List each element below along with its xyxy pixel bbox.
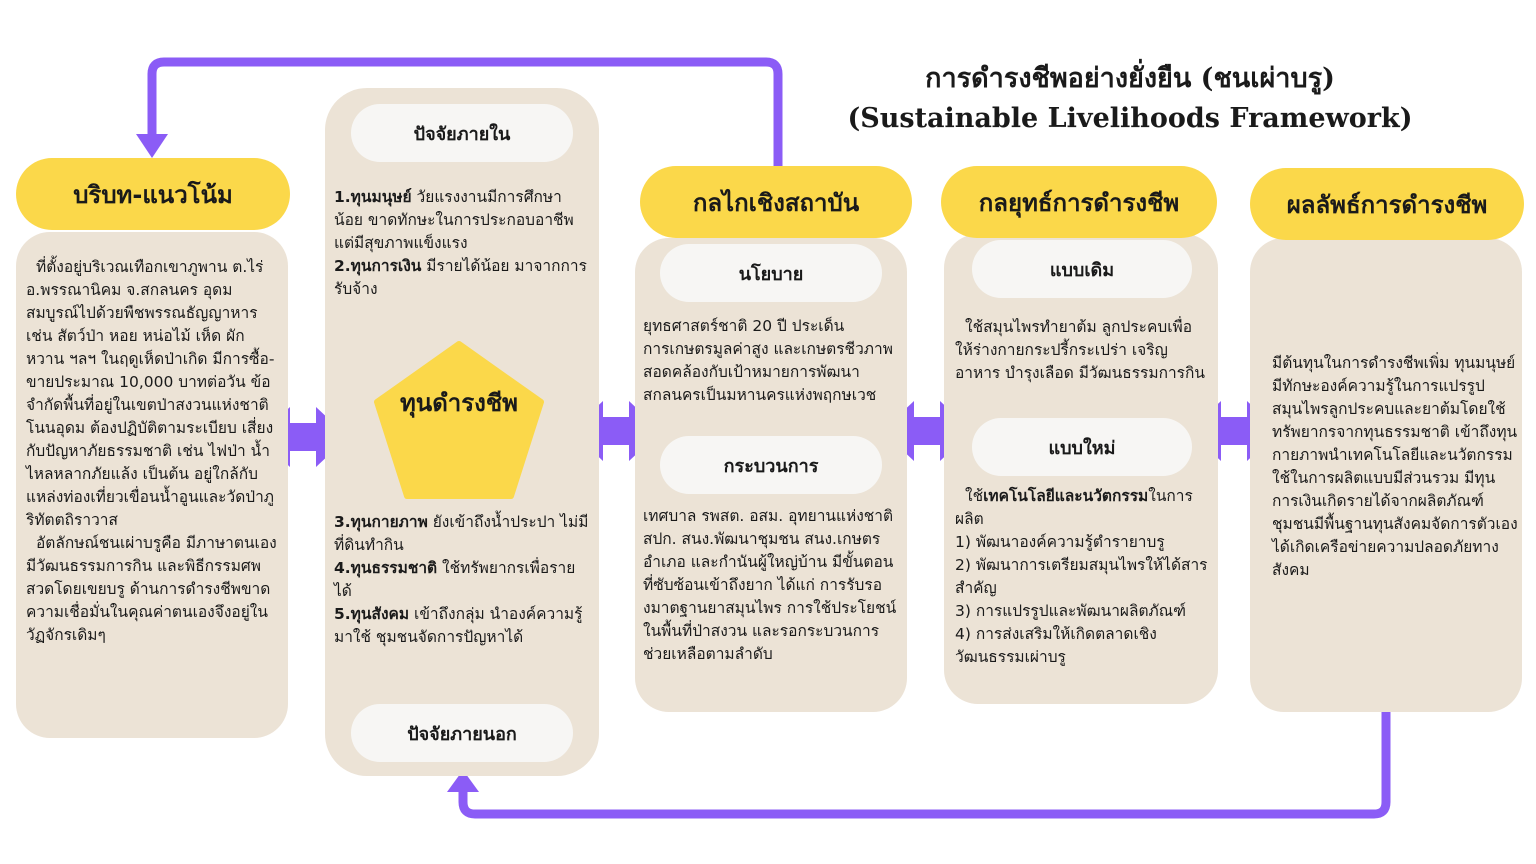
capital-item-social: 5.ทุนสังคม เข้าถึงกลุ่ม นำองค์ความรู้มาใ… — [334, 603, 590, 649]
capital-item-natural: 4.ทุนธรรมชาติ ใช้ทรัพยากรเพื่อรายได้ — [334, 557, 590, 603]
internal-factors-pill: ปัจจัยภายใน — [351, 104, 573, 162]
capital-item-social-head: 5.ทุนสังคม — [334, 605, 410, 623]
capital-item-human-text: วัยแรงงานมีการศึกษาน้อย ขาดทักษะในการประ… — [334, 188, 574, 252]
modern-item-4: 4) การส่งเสริมให้เกิดตลาดเชิงวัฒนธรรมเผ่… — [955, 625, 1157, 666]
title-line-2: (Sustainable Livelihoods Framework) — [847, 103, 1413, 134]
capital-item-physical-head: 3.ทุนกายภาพ — [334, 513, 428, 531]
context-paragraph-1: ที่ตั้งอยู่บริเวณเทือกเขาภูพาน ต.ไร่ อ.พ… — [26, 258, 275, 529]
capital-item-physical: 3.ทุนกายภาพ ยังเข้าถึงน้ำประปา ไม่มีที่ด… — [334, 511, 590, 557]
diagram-title: การดำรงชีพอย่างยั่งยืน (ชนเผ่าบรู) (Sust… — [820, 59, 1440, 139]
capital-item-natural-head: 4.ทุนธรรมชาติ — [334, 559, 438, 577]
process-text: เทศบาล รพสต. อสม. อุทยานแห่งชาติ สปก. สน… — [643, 507, 897, 663]
context-paragraph-2: อัตลักษณ์ชนเผ่าบรูคือ มีภาษาตนเอง มีวัฒน… — [26, 534, 277, 644]
process-pill: กระบวนการ — [660, 436, 882, 494]
context-panel — [16, 232, 288, 738]
capital-item-financial-head: 2.ทุนการเงิน — [334, 257, 422, 275]
context-header: บริบท-แนวโน้ม — [16, 158, 290, 230]
feedback-loop-top-arrowhead — [136, 134, 168, 158]
context-body: ที่ตั้งอยู่บริเวณเทือกเขาภูพาน ต.ไร่ อ.พ… — [26, 256, 280, 647]
capital-item-physical-text: ยังเข้าถึงน้ำประปา ไม่มีที่ดินทำกิน — [334, 513, 589, 554]
modern-intro-bold: เทคโนโลยีและนวัตกรรม — [983, 487, 1149, 505]
capital-item-financial: 2.ทุนการเงิน มีรายได้น้อย มาจากการรับจ้า… — [334, 255, 590, 301]
outcome-text: มีต้นทุนในการดำรงชีพเพิ่ม ทุนมนุษย์มีทัก… — [1272, 354, 1518, 579]
modern-intro-pre: ใช้ — [965, 487, 984, 505]
modern-text: ใช้เทคโนโลยีและนวัตกรรมในการผลิต 1) พัฒน… — [955, 485, 1209, 669]
modern-intro-post: ในการผลิต — [955, 487, 1193, 528]
outcome-header: ผลลัพธ์การดำรงชีพ — [1250, 168, 1524, 240]
strategy-header: กลยุทธ์การดำรงชีพ — [941, 166, 1217, 238]
modern-item-2: 2) พัฒนาการเตรียมสมุนไพรให้ได้สารสำคัญ — [955, 556, 1208, 597]
feedback-loop-top — [147, 57, 783, 168]
feedback-loop-bottom-arrowhead — [447, 770, 479, 792]
modern-item-3: 3) การแปรรูปและพัฒนาผลิตภัณฑ์ — [955, 602, 1187, 620]
capital-item-social-text: เข้าถึงกลุ่ม นำองค์ความรู้มาใช้ ชุมชนจัด… — [334, 605, 583, 646]
modern-item-1: 1) พัฒนาองค์ความรู้ตำรายาบรู — [955, 533, 1165, 551]
outcome-panel — [1250, 238, 1522, 712]
modern-intro: ใช้เทคโนโลยีและนวัตกรรมในการผลิต — [955, 485, 1209, 531]
center-pentagon — [374, 341, 544, 499]
traditional-pill: แบบเดิม — [972, 240, 1192, 298]
policy-pill: นโยบาย — [660, 244, 882, 302]
capital-item-human-head: 1.ทุนมนุษย์ — [334, 188, 412, 206]
title-line-1: การดำรงชีพอย่างยั่งยืน (ชนเผ่าบรู) — [925, 63, 1335, 94]
policy-text: ยุทธศาสตร์ชาติ 20 ปี ประเด็นการเกษตรมูลค… — [643, 317, 893, 404]
feedback-loop-bottom — [458, 712, 1391, 819]
capital-item-human: 1.ทุนมนุษย์ วัยแรงงานมีการศึกษาน้อย ขาดท… — [334, 186, 590, 255]
modern-pill: แบบใหม่ — [972, 418, 1192, 476]
capital-item-financial-text: มีรายได้น้อย มาจากการรับจ้าง — [334, 257, 587, 298]
capital-items-top: 1.ทุนมนุษย์ วัยแรงงานมีการศึกษาน้อย ขาดท… — [334, 186, 590, 301]
capital-item-natural-text: ใช้ทรัพยากรเพื่อรายได้ — [334, 559, 576, 600]
institution-header: กลไกเชิงสถาบัน — [640, 166, 912, 238]
capital-center-label: ทุนดำรงชีพ — [399, 389, 518, 417]
external-factors-pill: ปัจจัยภายนอก — [351, 704, 573, 762]
capital-items-bottom: 3.ทุนกายภาพ ยังเข้าถึงน้ำประปา ไม่มีที่ด… — [334, 511, 590, 649]
traditional-text: ใช้สมุนไพรทำยาต้ม ลูกประคบเพื่อให้ร่างกา… — [955, 318, 1205, 382]
